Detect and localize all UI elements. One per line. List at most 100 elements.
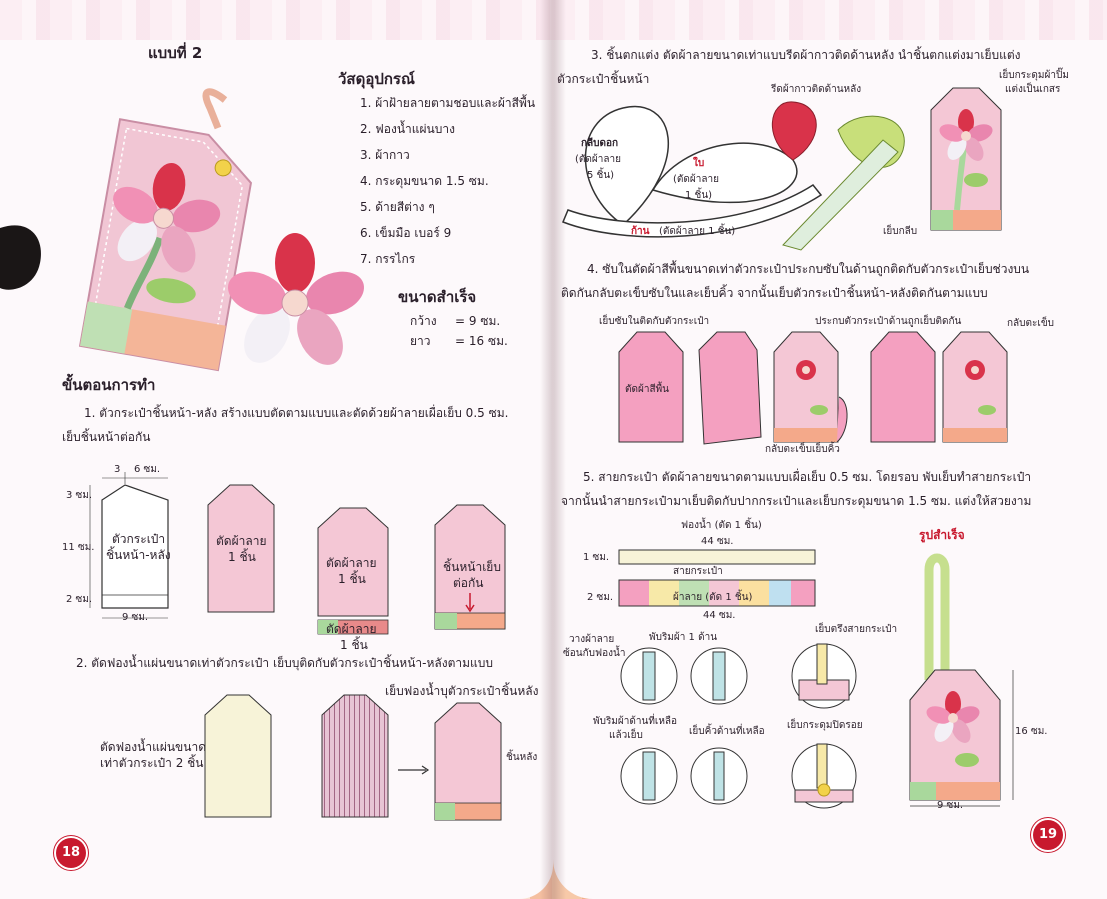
finished-bag-photo: [0, 88, 365, 372]
height-label: 2 ซม.: [587, 592, 614, 603]
height-label: 1 ซม.: [583, 552, 610, 563]
fold-rest-label: แล้วเย็บ: [609, 730, 643, 741]
lining-cut-label: ตัดผ้าสีพื้น: [625, 384, 669, 395]
dim-label: 2 ซม.: [66, 594, 93, 605]
steps-heading: ขั้นตอนการทำ: [62, 376, 156, 394]
cut-piece-1: [207, 484, 275, 613]
turn-seam-label: กลับตะเข็บ: [1007, 318, 1054, 329]
leaf-label: 1 ชิ้น): [685, 190, 713, 201]
petal-sew-label: เย็บกลีบ: [883, 226, 918, 237]
header-stripes: [0, 0, 553, 40]
step4-text-cont: ติดกันกลับตะเข็บซับในและเย็บคิ้ว จากนั้น…: [561, 286, 988, 300]
width-value: = 9 ซม.: [455, 314, 501, 328]
leaf-label: (ตัดผ้าลาย: [673, 174, 719, 185]
step3-text-cont: ตัวกระเป๋าชิ้นหน้า: [557, 72, 650, 86]
back-piece: [434, 702, 502, 821]
material-item: 1. ผ้าฝ้ายลายตามชอบและผ้าสีพื้น: [360, 96, 536, 110]
material-item: 3. ผ้ากาว: [360, 148, 410, 162]
materials-heading: วัสดุอุปกรณ์: [338, 70, 415, 88]
join-label: ชิ้นหน้าเย็บ: [443, 560, 501, 574]
fabric-strip-label: ผ้าลาย (ตัด 1 ชิ้น): [673, 592, 753, 603]
material-item: 4. กระดุมขนาด 1.5 ซม.: [360, 174, 489, 188]
petal-label: (ตัดผ้าลาย: [575, 154, 621, 165]
material-item: 5. ด้ายสีต่าง ๆ: [360, 200, 435, 214]
material-item: 2. ฟองน้ำแผ่นบาง: [360, 122, 455, 136]
left-page: แบบที่ 2: [0, 0, 553, 899]
stem-label: (ตัดผ้าลาย 1 ชิ้น): [659, 226, 736, 237]
lining-press-label: ประกบตัวกระเป๋าด้านถูกเย็บติดกัน: [815, 316, 962, 327]
back-piece-label: ชิ้นหลัง: [506, 752, 538, 763]
dim-label: 3 ซม.: [66, 490, 93, 501]
sponge-piece: [204, 694, 272, 818]
dim-label: 6 ซม.: [134, 464, 161, 475]
leaf-label: ใบ: [693, 158, 705, 169]
height-16-label: 16 ซม.: [1015, 726, 1048, 737]
sew-strap-label: เย็บตรึงสายกระเป๋า: [815, 624, 898, 635]
finished-heading: รูปสำเร็จ: [919, 528, 965, 542]
fused-pieces: [771, 101, 905, 251]
applique-templates: [562, 105, 823, 238]
cut-label: ตัดผ้าลาย: [326, 556, 377, 570]
length-label: ยาว: [410, 334, 431, 348]
strap-label: สายกระเป๋า: [673, 566, 723, 577]
pattern-label: ชิ้นหน้า-หลัง: [106, 548, 171, 562]
overlay-label: วางผ้าลาย: [569, 634, 615, 645]
material-item: 7. กรรไกร: [360, 252, 416, 266]
step5-text-cont: จากนั้นนำสายกระเป๋ามาเย็บติดกับปากกระเป๋…: [561, 494, 1032, 508]
button-sew-label: แต่งเป็นเกสร: [1005, 84, 1061, 95]
width-9-label: 9 ซม.: [937, 800, 964, 811]
cut-label: ตัดผ้าลาย: [326, 622, 377, 636]
dim-label: 9 ซม.: [122, 612, 149, 623]
step1-text-cont: เย็บชิ้นหน้าต่อกัน: [62, 430, 151, 444]
material-item: 6. เข็มมือ เบอร์ 9: [360, 226, 452, 240]
applique-bag: [930, 87, 1002, 231]
edge-rest-label: เย็บคิ้วด้านที่เหลือ: [689, 726, 765, 737]
step5-text: 5. สายกระเป๋า ตัดผ้าลายขนาดตามแบบเผื่อเย…: [583, 470, 1032, 484]
cut-label: 1 ชิ้น: [338, 572, 366, 586]
sponge-cut-label: ตัดฟองน้ำแผ่นขนาด: [100, 740, 206, 754]
lining-sew-label: เย็บซับในติดกับตัวกระเป๋า: [599, 316, 710, 327]
joined-piece: [434, 504, 506, 630]
header-stripes: [553, 0, 1107, 40]
overlay-label: ซ้อนกับฟองน้ำ: [563, 648, 626, 659]
finished-size-heading: ขนาดสำเร็จ: [398, 288, 477, 306]
button-sew-label: เย็บกระดุมผ้าปิ๊ม: [999, 70, 1069, 81]
fold-one-label: พับริมผ้า 1 ด้าน: [649, 632, 718, 643]
sponge-cut-label: เท่าตัวกระเป๋า 2 ชิ้น: [100, 756, 204, 770]
page-number: 18: [56, 838, 86, 868]
stem-label: ก้าน: [631, 226, 650, 237]
pattern-outline: [89, 472, 169, 619]
step3-text: 3. ชิ้นตกแต่ง ตัดผ้าลายขนาดเท่าแบบรีดผ้า…: [591, 48, 1021, 62]
petal-label: 5 ชิ้น): [587, 170, 615, 181]
step1-text: 1. ตัวกระเป๋าชิ้นหน้า-หลัง สร้างแบบตัดตา…: [84, 406, 509, 420]
pattern-label: ตัวกระเป๋า: [112, 532, 166, 546]
sponge-sew-label: เย็บฟองน้ำบุตัวกระเป๋าชิ้นหลัง: [385, 684, 539, 698]
step4-text: 4. ซับในตัดผ้าสีพื้นขนาดเท่าตัวกระเป๋าปร…: [587, 262, 1030, 276]
width-label: กว้าง: [410, 314, 437, 328]
dim-label: 11 ซม.: [62, 542, 95, 553]
page-number: 19: [1033, 820, 1063, 850]
length-label: 44 ซม.: [703, 610, 736, 621]
cut-label: 1 ชิ้น: [228, 550, 256, 564]
cut-label: 1 ชิ้น: [340, 638, 368, 652]
sponge-strip-label: ฟองน้ำ (ตัด 1 ชิ้น): [681, 520, 762, 531]
right-page: 3. ชิ้นตกแต่ง ตัดผ้าลายขนาดเท่าแบบรีดผ้า…: [553, 0, 1107, 899]
strap-strips: [618, 549, 816, 607]
arrow-icon: [398, 765, 430, 775]
join-label: ต่อกัน: [453, 576, 484, 590]
length-value: = 16 ซม.: [455, 334, 508, 348]
cut-piece-2: [317, 507, 389, 635]
fold-rest-label: พับริมผ้าด้านที่เหลือ: [593, 716, 678, 727]
lining-diagrams: [618, 331, 1008, 445]
finished-bag: [909, 553, 1014, 807]
step2-text: 2. ตัดฟองน้ำแผ่นขนาดเท่าตัวกระเป๋า เย็บบ…: [76, 656, 494, 670]
iron-label: รีดผ้ากาวติดด้านหลัง: [771, 84, 862, 95]
sponge-sewn-piece: [321, 694, 389, 818]
length-label: 44 ซม.: [701, 536, 734, 547]
book-gutter: [540, 0, 566, 899]
turn-edge-label: กลับตะเข็บเย็บคิ้ว: [765, 444, 840, 455]
petal-label: กลีบดอก: [581, 138, 619, 149]
strap-fold-circles: [620, 643, 857, 809]
sew-button-label: เย็บกระดุมปิดรอย: [787, 720, 863, 731]
